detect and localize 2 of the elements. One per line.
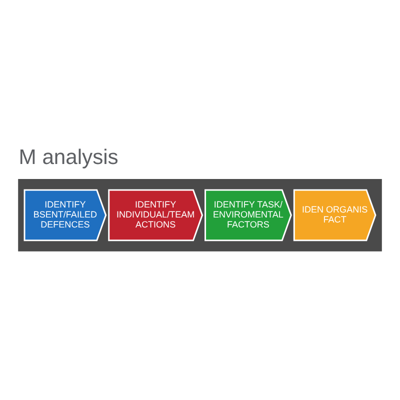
diagram-title: M analysis xyxy=(18,145,118,168)
cluster xyxy=(18,178,382,251)
